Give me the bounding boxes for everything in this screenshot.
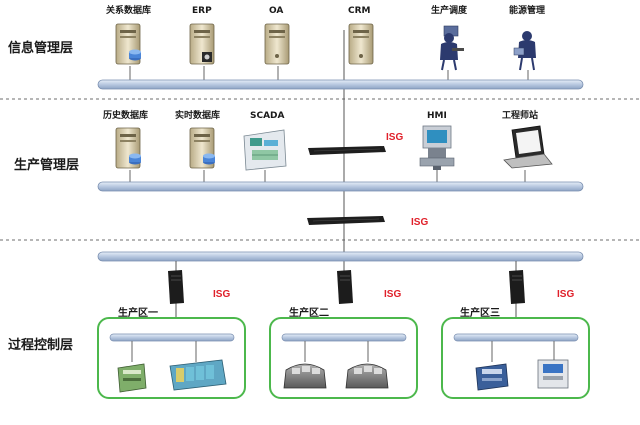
- node-label-erp: ERP: [192, 6, 212, 16]
- node-label-history-db: 历史数据库: [103, 109, 148, 121]
- operator-laptop-icon: [513, 31, 536, 71]
- production-bus: [97, 181, 584, 192]
- isg-tower-icon: [337, 270, 353, 304]
- realtime-database-server-icon: [189, 127, 215, 169]
- plc-rack-icon: [169, 359, 227, 391]
- layer-label-process: 过程控制层: [8, 337, 73, 353]
- zone-box-2: [269, 317, 418, 399]
- zone-drop-lines: [131, 341, 197, 362]
- isg-label: ISG: [557, 289, 574, 300]
- zone-bus-3: [453, 333, 579, 342]
- process-bus: [97, 251, 584, 262]
- isg-label: ISG: [386, 132, 403, 143]
- history-database-server-icon: [115, 127, 141, 169]
- plc-module-icon: [117, 363, 147, 393]
- info-bus: [97, 79, 584, 90]
- isg-gateway-icon: [308, 146, 386, 155]
- isg-tower-icon: [168, 270, 184, 304]
- control-console-icon: [345, 363, 389, 389]
- node-label-scada: SCADA: [250, 111, 285, 121]
- node-label-engineer: 工程师站: [502, 109, 538, 121]
- zone-label-1: 生产区一: [118, 306, 158, 319]
- isg-label: ISG: [213, 289, 230, 300]
- isg-label: ISG: [384, 289, 401, 300]
- layer-label-info: 信息管理层: [8, 40, 73, 56]
- oa-server-icon: [264, 23, 290, 65]
- scada-screen-icon: [243, 129, 287, 171]
- hmi-terminal-icon: [419, 125, 455, 170]
- zone-drop-lines: [304, 341, 369, 362]
- database-server-icon: [115, 23, 141, 65]
- zone-box-3: [441, 317, 590, 399]
- zone-label-3: 生产区三: [460, 306, 500, 319]
- power-meter-icon: [537, 359, 569, 389]
- operator-workstation-icon: [440, 25, 464, 71]
- node-label-energy: 能源管理: [509, 4, 545, 16]
- erp-server-icon: [189, 23, 215, 65]
- isg-tower-icon: [509, 270, 525, 304]
- isg-gateway-icon: [307, 216, 385, 225]
- layer-label-production: 生产管理层: [14, 157, 79, 173]
- crm-server-icon: [348, 23, 374, 65]
- control-console-icon: [283, 363, 327, 389]
- zone-bus-1: [109, 333, 235, 342]
- laptop-icon: [503, 125, 553, 169]
- isg-label: ISG: [411, 217, 428, 228]
- zone-box-1: [97, 317, 246, 399]
- node-label-relational-db: 关系数据库: [106, 4, 151, 16]
- zone-label-2: 生产区二: [289, 306, 329, 319]
- node-label-dispatch: 生产调度: [431, 4, 468, 16]
- io-module-icon: [475, 363, 509, 391]
- node-label-hmi: HMI: [427, 111, 447, 121]
- node-label-oa: OA: [269, 6, 283, 16]
- zone-drop-lines: [491, 341, 555, 362]
- zone-bus-2: [281, 333, 407, 342]
- node-label-crm: CRM: [348, 6, 371, 16]
- node-label-realtime-db: 实时数据库: [175, 109, 220, 121]
